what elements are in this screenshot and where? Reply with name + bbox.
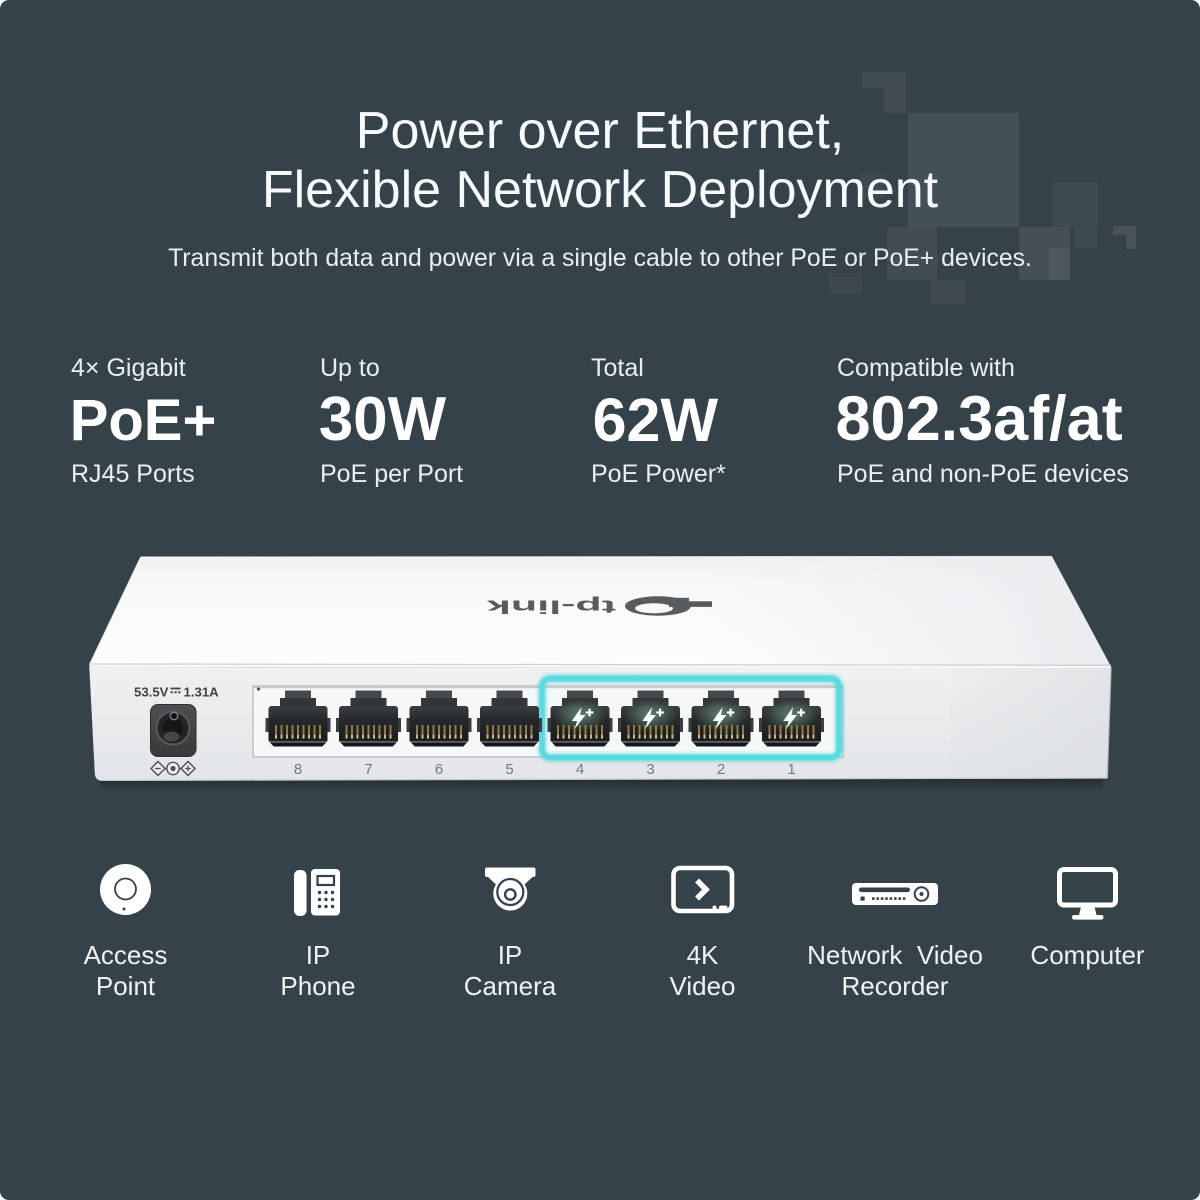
svg-text:53.5V: 53.5V xyxy=(134,685,169,700)
svg-text:6: 6 xyxy=(435,761,443,778)
svg-text:tp-link: tp-link xyxy=(486,597,616,617)
svg-text:2: 2 xyxy=(717,761,725,778)
svg-text:3: 3 xyxy=(646,761,654,778)
svg-text:5: 5 xyxy=(505,761,513,778)
svg-text:1.31A: 1.31A xyxy=(184,685,220,700)
svg-text:8: 8 xyxy=(294,761,302,778)
svg-text:4: 4 xyxy=(576,761,584,778)
svg-text:1: 1 xyxy=(787,761,795,778)
svg-text:7: 7 xyxy=(364,761,372,778)
